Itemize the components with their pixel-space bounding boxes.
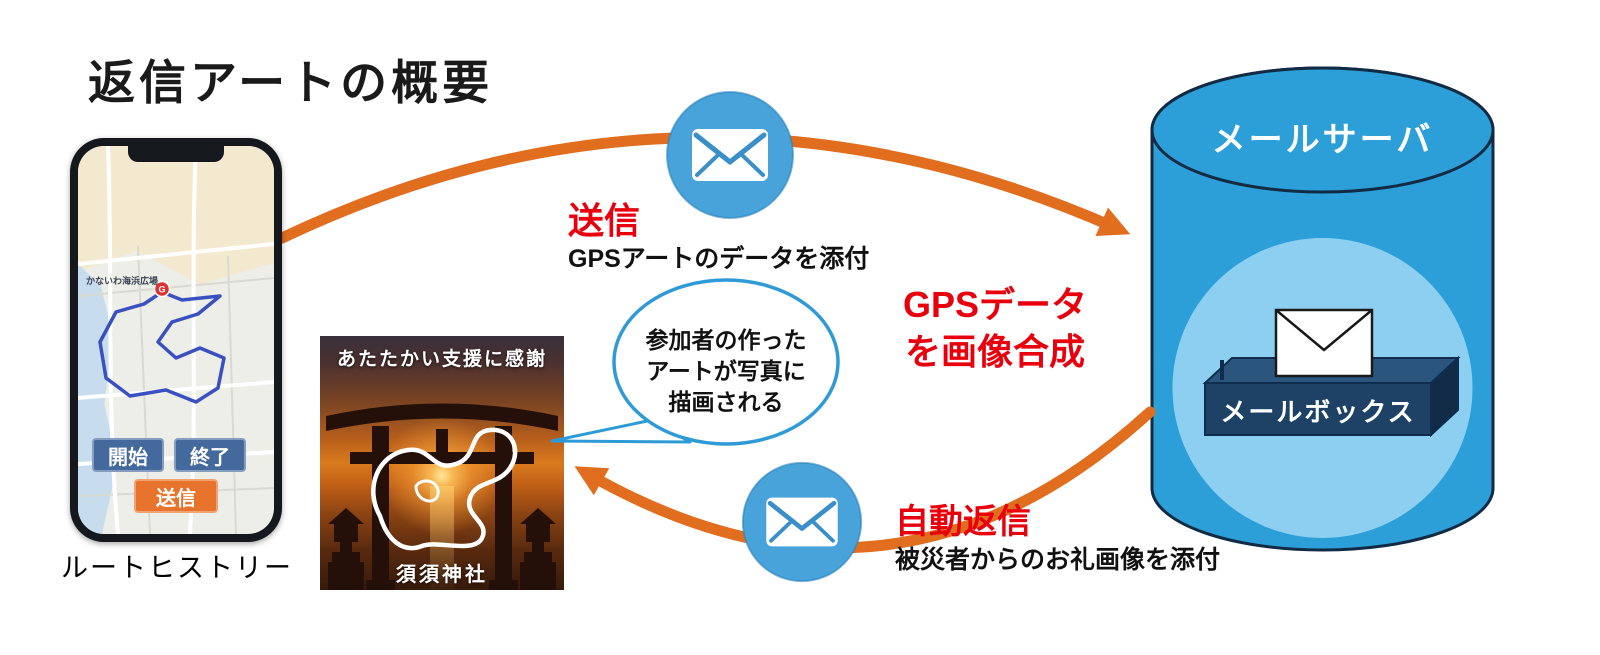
smartphone: G かないわ海浜広場 開始 終了 送信: [70, 138, 282, 542]
reply-art-photo: あたたかい支援に感謝 須須神社: [320, 336, 564, 590]
speech-bubble-tail: [550, 418, 692, 444]
compose-note-line-2: を画像合成: [904, 331, 1085, 372]
server-title: メールサーバ: [1211, 121, 1434, 159]
send-flow-desc: GPSアートのデータを添付: [568, 245, 870, 273]
bubble-line-2: アートが写真に: [646, 358, 806, 384]
mailbox-front-face: [1204, 382, 1432, 436]
bubble-line-1: 参加者の作った: [645, 327, 807, 353]
gps-marker: [153, 280, 171, 298]
mail-icon: [666, 91, 794, 219]
send-button: 送信: [134, 479, 218, 513]
mailbox-envelope-icon: [1274, 308, 1374, 378]
gps-marker-letter: G: [158, 285, 165, 295]
stone-lantern-right: [520, 508, 556, 590]
reply-arrow: [574, 406, 1156, 554]
reply-flow-title: 自動返信: [895, 503, 1031, 541]
send-flow-title: 送信: [568, 200, 641, 241]
photo-top-caption: あたたかい支援に感謝: [336, 349, 547, 370]
compose-note: GPSデータ を画像合成: [870, 281, 1120, 375]
map-major-roads: [78, 146, 274, 534]
mail-server-graphic: [1150, 66, 1495, 552]
end-button: 終了: [174, 438, 246, 472]
mailbox-envelope-flap: [1275, 309, 1373, 352]
reply-flow-desc: 被災者からのお礼画像を添付: [895, 546, 1221, 574]
phone-caption: ルートヒストリー: [61, 553, 293, 583]
mail-icon: [741, 461, 863, 583]
gps-route-line: [98, 290, 226, 404]
server-cylinder-top: [1150, 66, 1495, 194]
page-title: 返信アートの概要: [88, 56, 494, 109]
gps-art-route-detail: [414, 479, 440, 503]
stone-lantern-left: [328, 508, 364, 590]
bubble-line-3: 描画される: [668, 389, 784, 415]
map-place-label: かないわ海浜広場: [86, 276, 159, 286]
start-button: 開始: [92, 438, 164, 472]
sun-reflection: [430, 486, 454, 590]
phone-notch: [128, 146, 224, 162]
compose-note-line-1: GPSデータ: [902, 284, 1088, 325]
phone-screen: G かないわ海浜広場 開始 終了 送信: [78, 146, 274, 534]
speech-bubble-text: 参加者の作った アートが写真に 描画される: [620, 325, 832, 418]
torii-gate: [326, 403, 558, 590]
gps-art-route: [371, 427, 518, 551]
mailbox-label: メールボックス: [1220, 397, 1416, 427]
torii-silhouette-graphic: [326, 403, 558, 590]
photo-bottom-caption: 須須神社: [396, 564, 488, 586]
map-graphic: G: [78, 146, 274, 534]
